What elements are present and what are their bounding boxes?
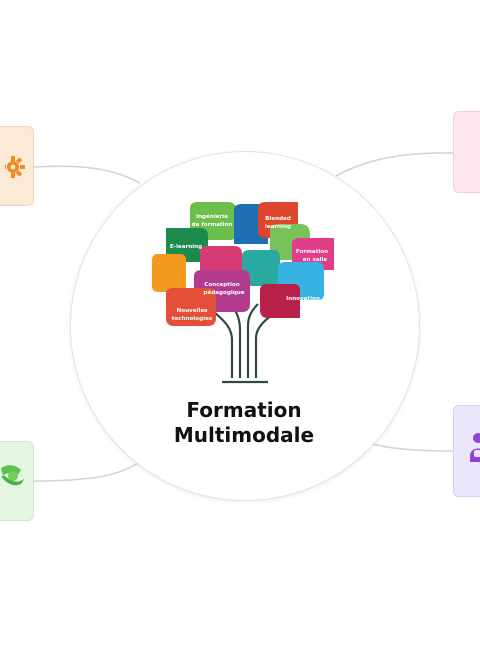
leaf-elearning <box>166 228 208 262</box>
node-card-bottom-right[interactable] <box>453 405 480 497</box>
label-blended-2: learning <box>265 224 291 230</box>
node-card-top-right[interactable] <box>453 111 480 193</box>
leaf-teal <box>242 250 280 286</box>
central-title-line-1: Formation <box>186 398 302 422</box>
handshake-icon <box>1 465 25 486</box>
leaf-crimson <box>260 284 300 318</box>
leaf-nouvelles <box>166 288 216 326</box>
label-nouvelles-2: technologies <box>172 316 213 322</box>
central-node-title: Formation Multimodale <box>120 398 368 448</box>
node-card-top-left[interactable] <box>0 126 34 206</box>
label-nouvelles-1: Nouvelles <box>177 308 209 314</box>
label-ingenierie-2: de formation <box>192 222 233 228</box>
connector-top-right <box>335 152 454 177</box>
connector-top-left <box>33 165 141 184</box>
label-conception-2: pédagogique <box>203 289 244 296</box>
node-card-bottom-left[interactable] <box>0 441 34 521</box>
central-title-line-2: Multimodale <box>173 423 315 447</box>
label-innovation: Innovation <box>286 296 320 302</box>
label-ingenierie-1: Ingénierie <box>196 213 228 220</box>
label-formation-salle-2: en salle <box>303 257 328 263</box>
leaf-orange <box>152 254 186 292</box>
tree-illustration: Ingénierie de formation Blended learning… <box>150 200 340 385</box>
label-elearning: E-learning <box>170 244 202 250</box>
gear-icon <box>5 156 25 178</box>
connector-bottom-right <box>364 441 454 452</box>
connector-bottom-left <box>33 462 139 482</box>
label-conception-1: Conception <box>204 282 239 288</box>
people-icon <box>470 433 480 462</box>
label-blended-1: Blended <box>265 216 291 222</box>
label-formation-salle-1: Formation <box>296 249 328 255</box>
